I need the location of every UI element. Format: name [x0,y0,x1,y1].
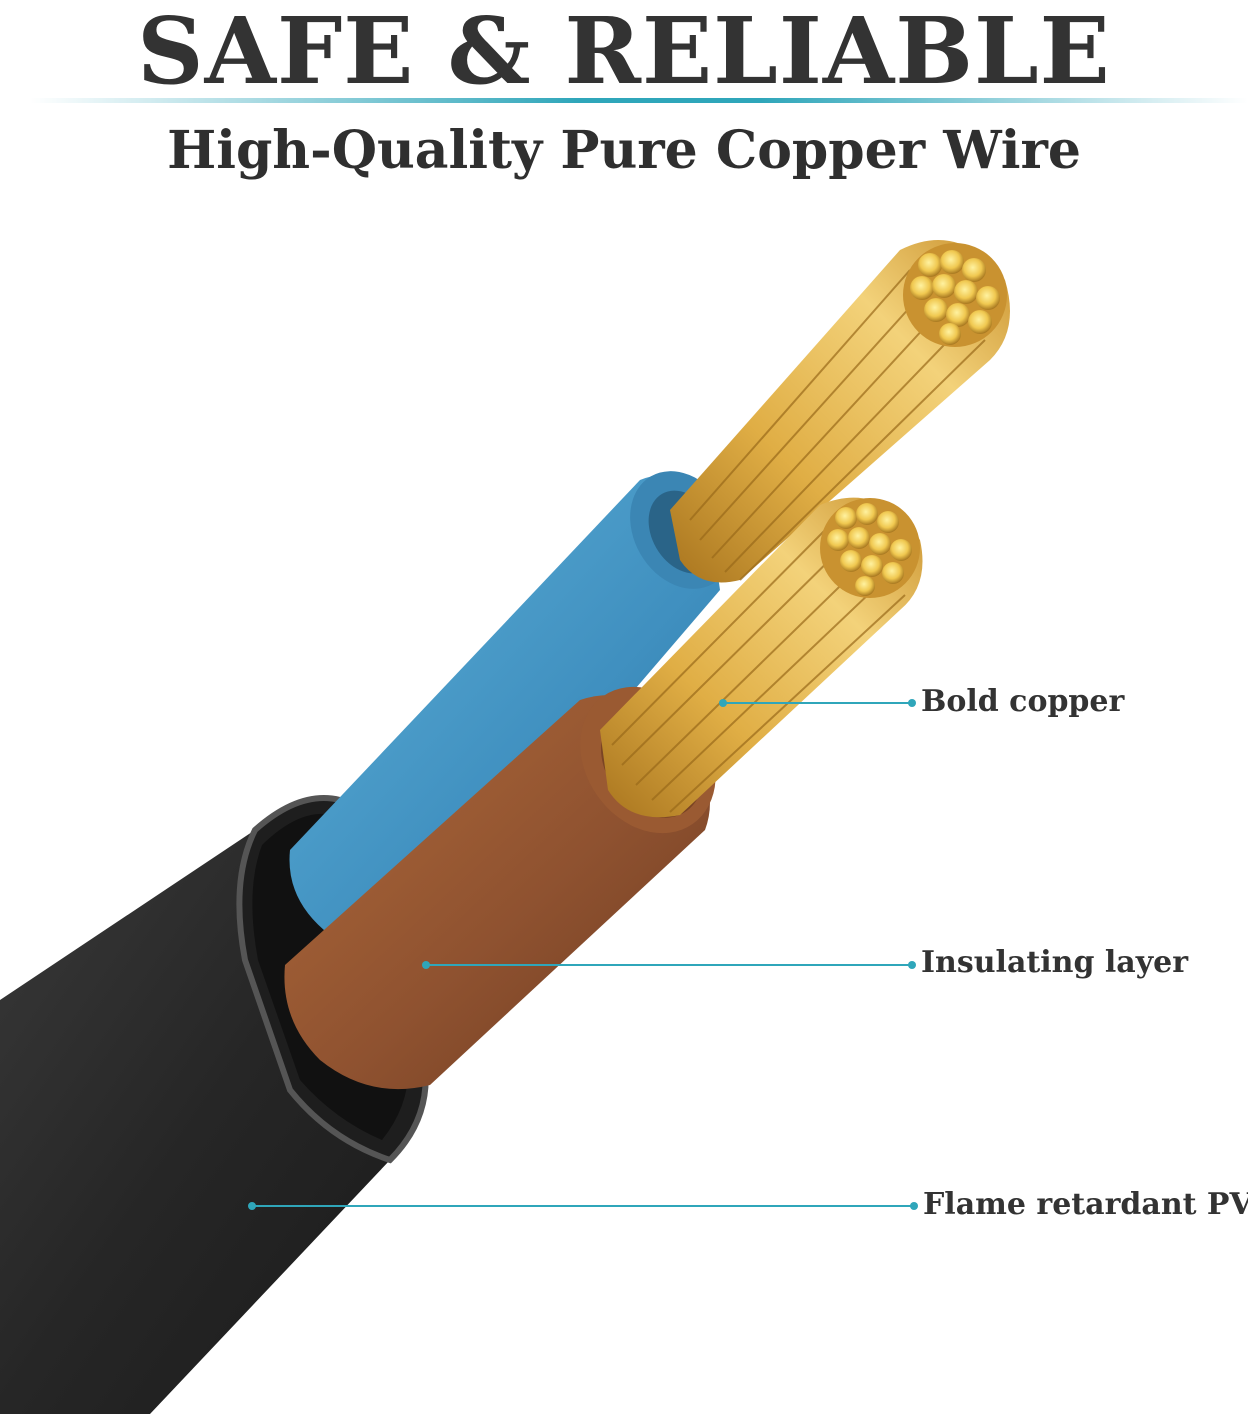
label-bold-copper: Bold copper [921,684,1125,719]
label-flame-retardant-pvc: Flame retardant PVC [923,1187,1248,1222]
lower-copper-conductor [600,497,923,818]
lower-strand-bundle [827,503,912,596]
page-subtitle: High-Quality Pure Copper Wire [167,120,1081,181]
upper-strand-bundle [910,250,1000,345]
title-divider [30,98,1248,103]
label-insulating-layer: Insulating layer [921,945,1189,980]
callout-line-bold-copper [719,699,916,707]
callout-line-insulating-layer [422,961,916,969]
callout-line-flame-retardant [248,1202,918,1210]
upper-copper-conductor [670,240,1010,583]
page-title: SAFE & RELIABLE [137,0,1111,105]
